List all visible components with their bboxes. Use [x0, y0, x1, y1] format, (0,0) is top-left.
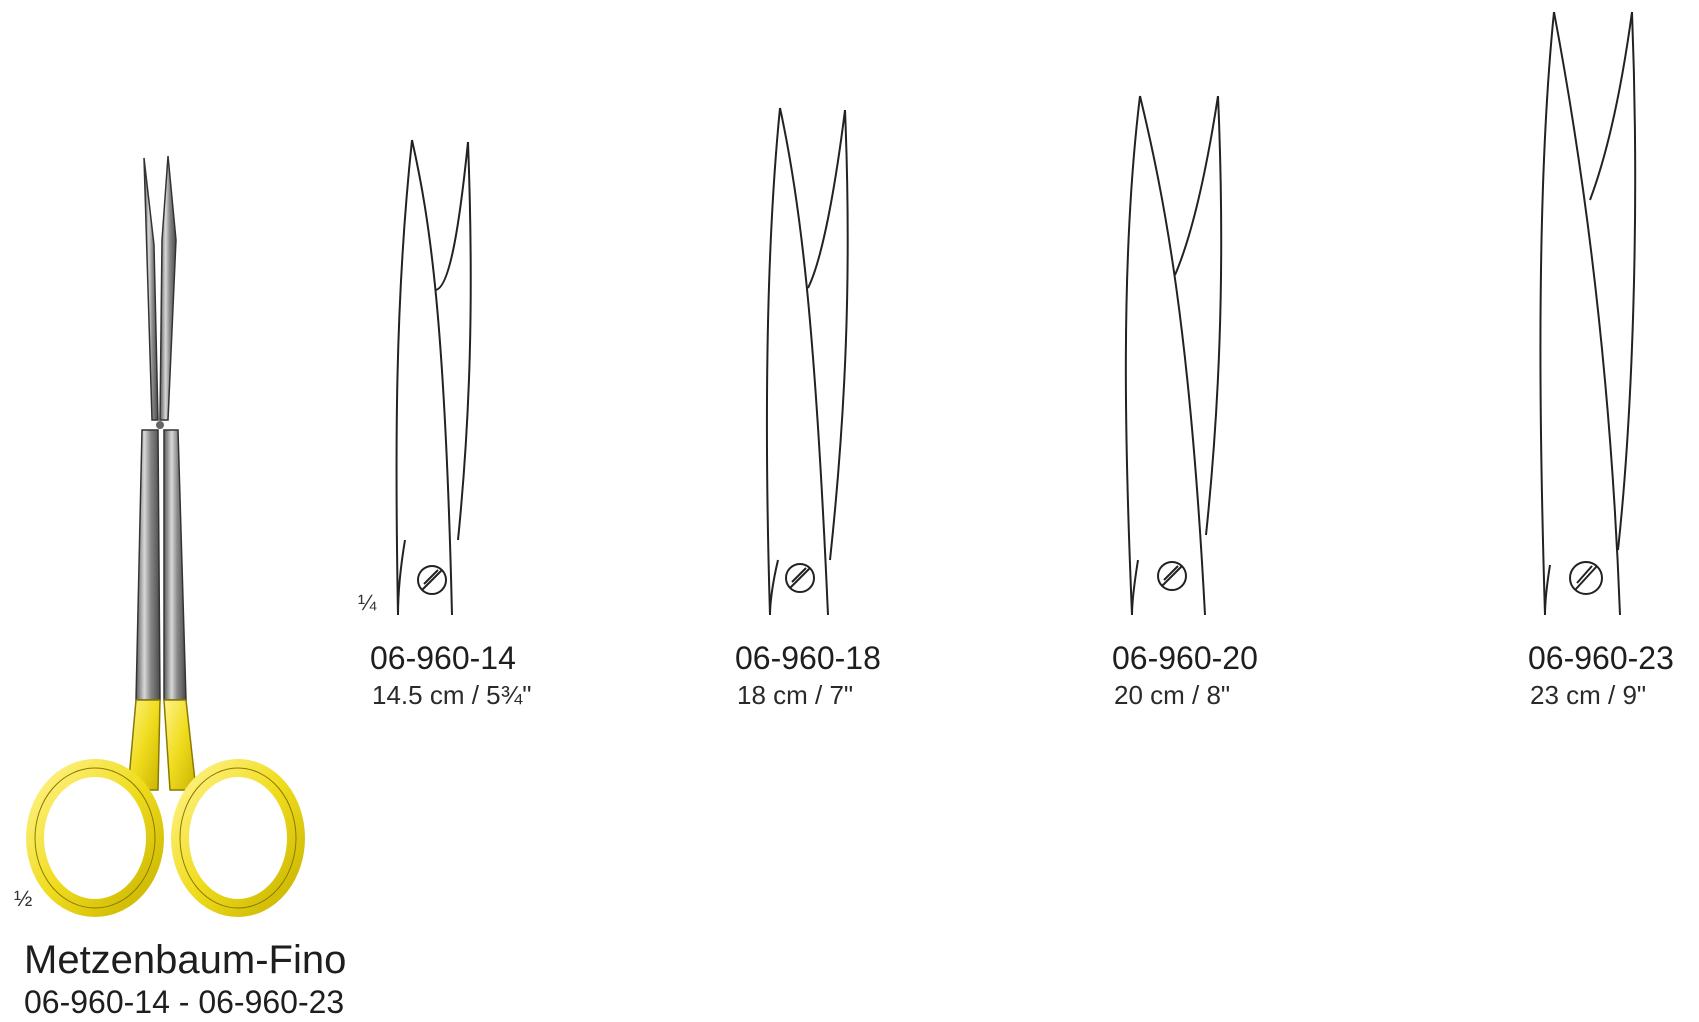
tip-drawing-06-960-14 — [395, 139, 472, 616]
photo-scale-label: ½ — [14, 886, 32, 911]
variant-size: 14.5 cm / 5¾" — [372, 680, 532, 710]
variant-size: 23 cm / 9" — [1530, 680, 1647, 710]
variant-size: 20 cm / 8" — [1114, 680, 1231, 710]
product-name: Metzenbaum-Fino — [24, 938, 347, 982]
variant-code: 06-960-23 — [1528, 640, 1674, 676]
variant-size: 18 cm / 7" — [737, 680, 854, 710]
variant-code: 06-960-20 — [1112, 640, 1258, 676]
product-code-range: 06-960-14 - 06-960-23 — [24, 984, 345, 1020]
tip-drawing-06-960-23 — [1539, 11, 1637, 616]
variant-code: 06-960-18 — [735, 640, 881, 676]
tip-drawing-06-960-20 — [1124, 95, 1223, 616]
scissors-photo — [26, 155, 305, 917]
drawing-scale-label: ¼ — [358, 590, 376, 615]
variant-code: 06-960-14 — [370, 640, 516, 676]
tip-drawing-06-960-18 — [766, 107, 849, 616]
